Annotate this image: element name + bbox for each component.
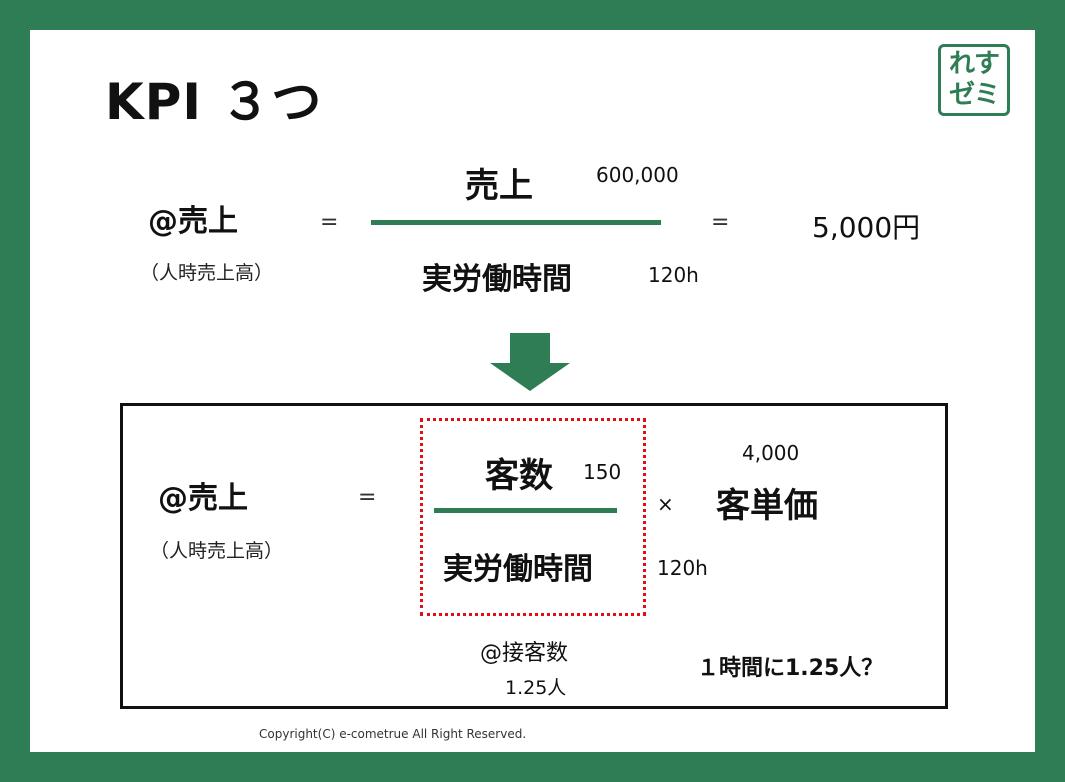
- formula2-lhs: @売上: [158, 481, 248, 516]
- formula1-lhs-sub: （人時売上高）: [140, 262, 274, 284]
- formula1-numerator-value: 600,000: [596, 163, 679, 187]
- formula2-note-value: 1.25人: [505, 677, 567, 699]
- formula2-factor-value: 4,000: [742, 441, 800, 465]
- formula2-numerator: 客数: [485, 456, 553, 496]
- formula1-equals-2: =: [711, 210, 730, 235]
- formula2-denominator-value: 120h: [657, 556, 708, 580]
- highlight-dotted-box: [420, 418, 646, 616]
- formula2-numerator-value: 150: [583, 460, 622, 484]
- formula1-fraction-bar: [371, 220, 661, 225]
- formula2-fraction-bar: [434, 508, 617, 513]
- formula2-box: [120, 403, 948, 709]
- logo-line-1: れす: [948, 49, 1000, 79]
- resu-zemi-logo: れす ゼミ: [938, 44, 1010, 116]
- formula1-lhs: @売上: [148, 204, 238, 239]
- formula2-lhs-sub: （人時売上高）: [150, 540, 284, 562]
- formula2-factor: 客単価: [716, 486, 818, 526]
- formula1-result: 5,000円: [812, 211, 921, 244]
- down-arrow-stem: [510, 333, 550, 363]
- formula2-times: ×: [657, 492, 674, 516]
- formula2-note-label: @接客数: [480, 641, 569, 666]
- formula1-numerator: 売上: [465, 166, 533, 206]
- slide: KPI ３つ れす ゼミ @売上 （人時売上高） = 売上 600,000 実労…: [30, 30, 1035, 752]
- logo-line-2: ゼミ: [948, 80, 1000, 110]
- formula1-denominator: 実労働時間: [422, 262, 572, 297]
- formula1-denominator-value: 120h: [648, 263, 699, 287]
- copyright-text: Copyright(C) e-cometrue All Right Reserv…: [259, 727, 527, 741]
- formula2-equals: =: [358, 485, 377, 510]
- page-title: KPI ３つ: [105, 73, 323, 131]
- formula2-question: １時間に1.25人？: [697, 656, 884, 681]
- down-arrow-icon: [490, 363, 570, 391]
- formula1-equals: =: [320, 210, 339, 235]
- formula2-denominator: 実労働時間: [443, 552, 593, 587]
